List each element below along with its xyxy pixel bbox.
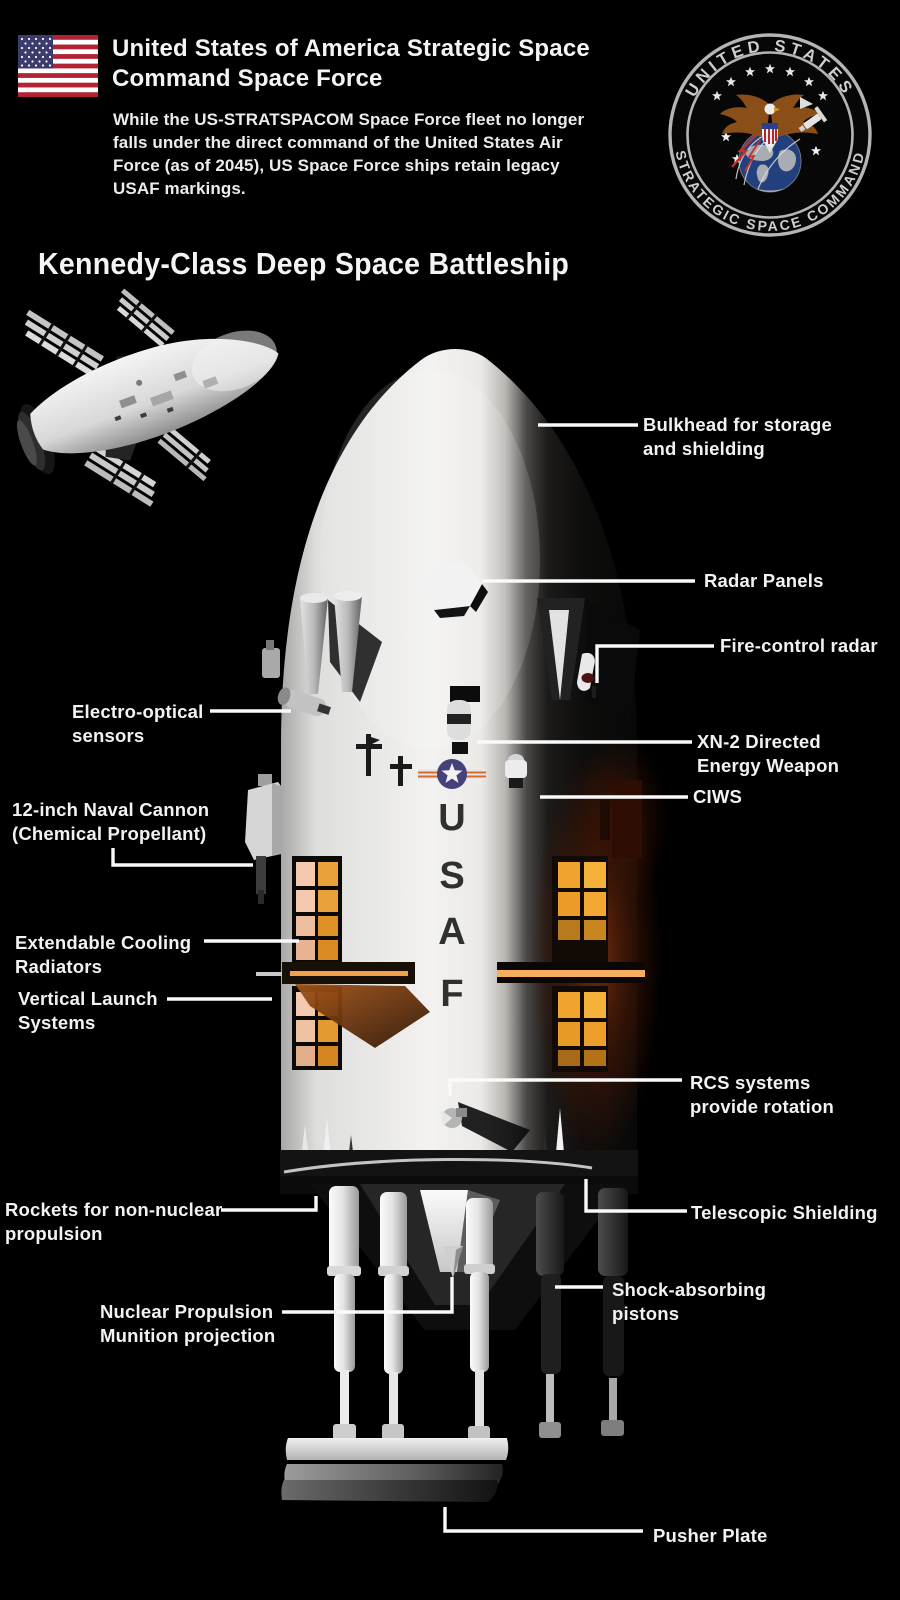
hull-letter: A	[438, 911, 465, 953]
callout-line: Nuclear Propulsion	[100, 1301, 274, 1322]
callout-line: Rockets for non-nuclear	[5, 1199, 223, 1220]
thumbnail-radiator-panels	[24, 288, 211, 507]
seal-satellite	[798, 97, 828, 133]
callout-vls: Vertical Launch Systems	[18, 987, 158, 1035]
callout-line: Telescopic Shielding	[691, 1202, 878, 1223]
xn2-weapon-turret	[447, 686, 480, 754]
page-title: United States of America Strategic Space…	[112, 34, 590, 94]
gun-turret-cones-right	[537, 598, 640, 720]
leader-rockets	[221, 1196, 318, 1212]
callout-line: Munition projection	[100, 1325, 276, 1346]
callout-line: Bulkhead for storage	[643, 414, 833, 435]
callout-xn2: XN-2 Directed Energy Weapon	[697, 730, 839, 778]
callout-line: and shielding	[643, 438, 765, 459]
callout-electro-optical: Electro-optical sensors	[72, 700, 204, 748]
callout-line: XN-2 Directed	[697, 731, 821, 752]
leader-rcs	[448, 1078, 682, 1096]
pusher-plate-assembly	[281, 1438, 509, 1502]
callout-line: Shock-absorbing	[612, 1279, 767, 1300]
leader-pusher-plate	[443, 1507, 643, 1533]
us-flag-icon	[18, 35, 98, 97]
callout-line: 12-inch Naval Cannon	[12, 799, 210, 820]
hull-letter: F	[440, 973, 463, 1015]
electro-optical-sensor	[277, 687, 331, 717]
callout-telescopic-shielding: Telescopic Shielding	[691, 1201, 878, 1225]
seal-eagle	[720, 94, 820, 172]
callout-line: Radar Panels	[704, 570, 824, 591]
leader-naval-cannon	[111, 848, 253, 867]
cooling-radiators-right	[497, 780, 645, 1072]
callout-line: Systems	[18, 1012, 96, 1033]
battleship-thumbnail	[16, 288, 279, 507]
engine-pistons	[327, 1186, 628, 1440]
callout-fire-control-radar: Fire-control radar	[720, 634, 878, 658]
leader-lines	[111, 423, 714, 1533]
callout-line: Fire-control radar	[720, 635, 878, 656]
callout-radar-panels: Radar Panels	[704, 569, 824, 593]
page-title-line2: Command Space Force	[112, 65, 383, 92]
callout-cooling-radiators: Extendable Cooling Radiators	[15, 931, 191, 979]
callout-line: sensors	[72, 725, 145, 746]
callout-ciws: CIWS	[693, 785, 742, 809]
callout-line: Electro-optical	[72, 701, 204, 722]
radiator-fin-left	[256, 962, 430, 1048]
callout-line: Extendable Cooling	[15, 932, 192, 953]
callout-line: RCS systems	[690, 1072, 811, 1093]
callout-line: Vertical Launch	[18, 988, 158, 1009]
battleship-main: U S A F	[245, 348, 668, 1502]
page-title-line1: United States of America Strategic Space	[112, 35, 590, 62]
callout-shock-pistons: Shock-absorbing pistons	[612, 1278, 766, 1326]
callout-line: Pusher Plate	[653, 1525, 768, 1546]
callout-line: propulsion	[5, 1223, 103, 1244]
callout-line: provide rotation	[690, 1096, 835, 1117]
leader-telescopic	[584, 1179, 687, 1213]
antenna-cluster	[356, 734, 412, 786]
page-description: While the US-STRATSPACOM Space Force fle…	[113, 110, 585, 198]
callout-line: pistons	[612, 1303, 680, 1324]
strategic-space-command-seal: UNITED STATES STRATEGIC SPACE COMMAND	[668, 33, 872, 237]
callout-pusher-plate: Pusher Plate	[653, 1524, 767, 1548]
usaf-roundel	[418, 759, 486, 789]
callout-naval-cannon: 12-inch Naval Cannon (Chemical Propellan…	[12, 798, 209, 846]
callout-rockets-non-nuclear: Rockets for non-nuclear propulsion	[5, 1198, 222, 1246]
hull-pod-cap	[266, 640, 274, 650]
callout-line: (Chemical Propellant)	[12, 823, 207, 844]
callout-nuclear-propulsion: Nuclear Propulsion Munition projection	[100, 1300, 275, 1348]
leader-fire-control	[595, 644, 714, 683]
naval-cannon-mount	[245, 774, 281, 904]
hull-pod	[262, 648, 280, 678]
seal-globe	[721, 126, 821, 193]
seal-inner-ring	[686, 51, 854, 219]
rcs-thruster	[441, 1102, 530, 1152]
radar-panel-hex	[420, 562, 488, 618]
ciws-mount	[505, 754, 527, 788]
hull-letter: U	[438, 797, 465, 839]
callout-bulkhead: Bulkhead for storage and shielding	[643, 413, 832, 461]
callout-line: CIWS	[693, 786, 743, 807]
gun-turret-cones-left	[300, 591, 382, 702]
callout-line: Radiators	[15, 956, 103, 977]
callout-line: Energy Weapon	[697, 755, 840, 776]
hull-marking-usaf: U S A F	[438, 797, 465, 1015]
fire-control-radar-dish	[577, 652, 596, 698]
leader-nuclear	[282, 1277, 454, 1314]
diagram-heading: Kennedy-Class Deep Space Battleship	[38, 246, 570, 281]
nuclear-munition	[443, 1246, 463, 1278]
callout-rcs: RCS systems provide rotation	[690, 1071, 834, 1119]
hull-letter: S	[439, 855, 464, 897]
